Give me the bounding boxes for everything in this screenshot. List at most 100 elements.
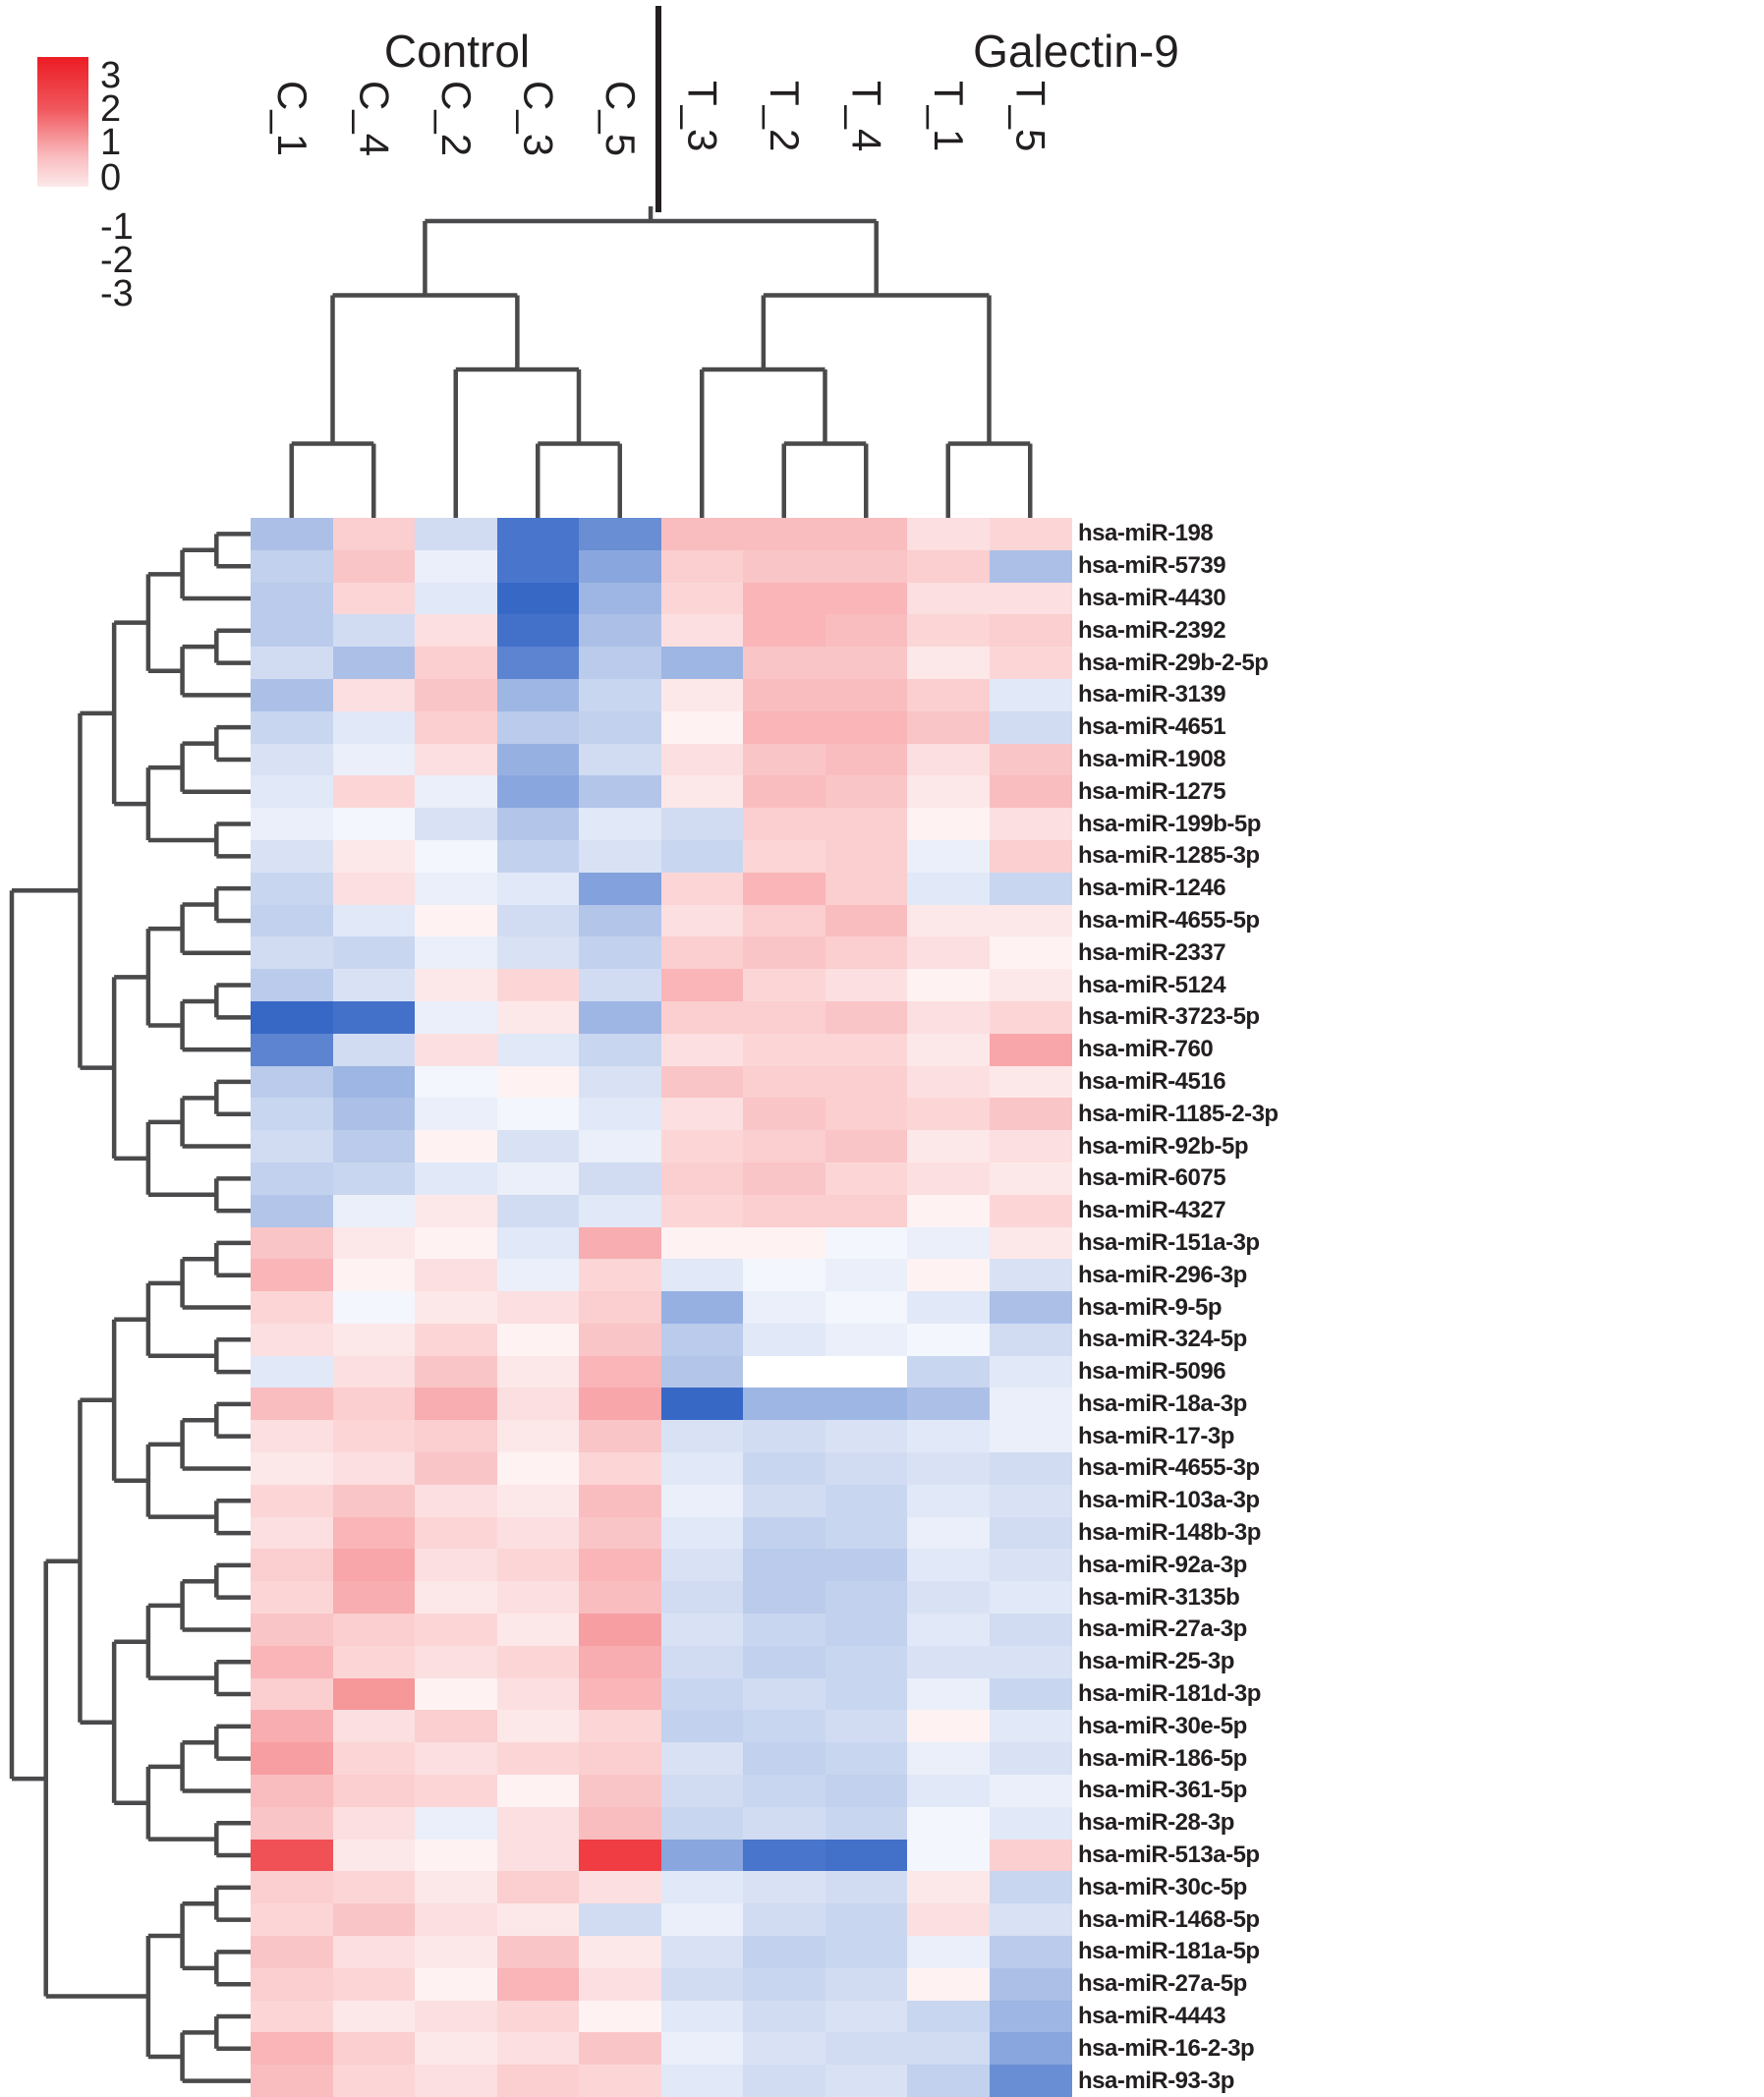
heatmap-cell bbox=[251, 1839, 334, 1873]
heatmap-cell bbox=[332, 1065, 416, 1099]
row-label: hsa-miR-4443 bbox=[1078, 2003, 1226, 2029]
row-label: hsa-miR-92b-5p bbox=[1078, 1132, 1249, 1160]
heatmap-cell bbox=[743, 1645, 826, 1679]
heatmap-cell bbox=[660, 1516, 744, 1551]
heatmap-cell bbox=[496, 936, 580, 970]
heatmap-cell bbox=[743, 1098, 826, 1131]
heatmap-cell bbox=[825, 549, 908, 584]
heatmap-cell bbox=[743, 1162, 826, 1196]
heatmap-cell bbox=[415, 1355, 498, 1389]
legend-tick-label: 0 bbox=[100, 157, 122, 198]
heatmap-cell bbox=[251, 1936, 334, 1969]
heatmap-cell bbox=[496, 808, 580, 841]
column-label: C_5 bbox=[597, 81, 644, 157]
row-label: hsa-miR-25-3p bbox=[1078, 1648, 1234, 1675]
heatmap-cell bbox=[251, 1226, 334, 1260]
row-label: hsa-miR-1246 bbox=[1078, 875, 1226, 902]
heatmap-cell bbox=[989, 904, 1072, 937]
heatmap-cell bbox=[251, 1677, 334, 1712]
row-label: hsa-miR-199b-5p bbox=[1078, 810, 1261, 837]
heatmap-cell bbox=[251, 1581, 334, 1615]
row-label: hsa-miR-1275 bbox=[1078, 777, 1226, 805]
heatmap-cell bbox=[251, 969, 334, 1002]
row-label: hsa-miR-30c-5p bbox=[1078, 1873, 1247, 1900]
heatmap-cell bbox=[743, 936, 826, 970]
heatmap-cell bbox=[907, 1388, 991, 1421]
heatmap-cell bbox=[907, 1903, 991, 1937]
heatmap-cell bbox=[743, 1065, 826, 1099]
heatmap-cell bbox=[660, 1162, 744, 1196]
heatmap-cell bbox=[496, 1775, 580, 1808]
heatmap-cell bbox=[743, 743, 826, 776]
heatmap-cell bbox=[660, 1871, 744, 1904]
heatmap-cell bbox=[660, 1549, 744, 1582]
heatmap-cell bbox=[251, 1098, 334, 1131]
heatmap-cell bbox=[496, 1549, 580, 1582]
heatmap-cell bbox=[907, 1452, 991, 1486]
heatmap-cell bbox=[579, 1162, 662, 1196]
heatmap-cell bbox=[825, 808, 908, 841]
heatmap-cell bbox=[743, 904, 826, 937]
heatmap-cell bbox=[743, 1936, 826, 1969]
heatmap-cell bbox=[579, 1420, 662, 1453]
heatmap-cell bbox=[907, 1130, 991, 1163]
heatmap-cell bbox=[415, 743, 498, 776]
heatmap-cell bbox=[415, 1839, 498, 1873]
legend-tick-label: 3 bbox=[100, 55, 122, 96]
heatmap-cell bbox=[660, 1742, 744, 1776]
heatmap-cell bbox=[332, 2000, 416, 2033]
heatmap-cell bbox=[415, 549, 498, 584]
heatmap-cell bbox=[579, 1259, 662, 1292]
heatmap-cell bbox=[825, 582, 908, 615]
heatmap-cell bbox=[825, 1677, 908, 1712]
heatmap-cell bbox=[332, 743, 416, 776]
heatmap-cell bbox=[825, 2000, 908, 2033]
heatmap-cell bbox=[415, 1291, 498, 1325]
heatmap-cell bbox=[907, 775, 991, 809]
heatmap-cell bbox=[496, 1323, 580, 1357]
heatmap-cell bbox=[496, 1355, 580, 1389]
heatmap-cell bbox=[660, 2032, 744, 2066]
heatmap-cell bbox=[251, 1194, 334, 1228]
heatmap-cell bbox=[660, 549, 744, 584]
heatmap-cell bbox=[660, 839, 744, 874]
heatmap-cell bbox=[660, 1806, 744, 1841]
heatmap-cell bbox=[415, 1452, 498, 1486]
heatmap-cell bbox=[743, 1871, 826, 1904]
legend-tick-label: -2 bbox=[100, 240, 134, 281]
heatmap-cell bbox=[415, 1614, 498, 1647]
heatmap-cell bbox=[332, 1775, 416, 1808]
row-label: hsa-miR-760 bbox=[1078, 1036, 1214, 1063]
heatmap-cell bbox=[989, 582, 1072, 615]
heatmap-cell bbox=[251, 1710, 334, 1743]
heatmap-cell bbox=[743, 1226, 826, 1260]
heatmap-cell bbox=[825, 1936, 908, 1969]
heatmap-cell bbox=[415, 1677, 498, 1712]
heatmap-cell bbox=[989, 678, 1072, 712]
heatmap-cell bbox=[251, 743, 334, 776]
heatmap-cell bbox=[496, 518, 580, 551]
heatmap-cell bbox=[579, 1516, 662, 1551]
heatmap-cell bbox=[496, 1710, 580, 1743]
heatmap-cell bbox=[415, 1000, 498, 1035]
heatmap-cell bbox=[579, 1484, 662, 1518]
heatmap-cell bbox=[907, 582, 991, 615]
heatmap-cell bbox=[907, 1098, 991, 1131]
heatmap-cell bbox=[825, 1806, 908, 1841]
heatmap-cell bbox=[743, 1775, 826, 1808]
heatmap-cell bbox=[332, 1936, 416, 1969]
heatmap-cell bbox=[332, 1194, 416, 1228]
heatmap-cell bbox=[415, 647, 498, 680]
heatmap-cell bbox=[743, 678, 826, 712]
row-label: hsa-miR-324-5p bbox=[1078, 1326, 1247, 1353]
row-label: hsa-miR-1908 bbox=[1078, 745, 1226, 772]
heatmap-cell bbox=[332, 904, 416, 937]
heatmap-cell bbox=[415, 1775, 498, 1808]
heatmap-cell bbox=[989, 936, 1072, 970]
heatmap-cell bbox=[825, 647, 908, 680]
heatmap-cell bbox=[496, 1806, 580, 1841]
heatmap-cell bbox=[907, 678, 991, 712]
heatmap-cell bbox=[332, 1581, 416, 1615]
heatmap-cell bbox=[907, 2065, 991, 2097]
heatmap-cell bbox=[989, 1645, 1072, 1679]
